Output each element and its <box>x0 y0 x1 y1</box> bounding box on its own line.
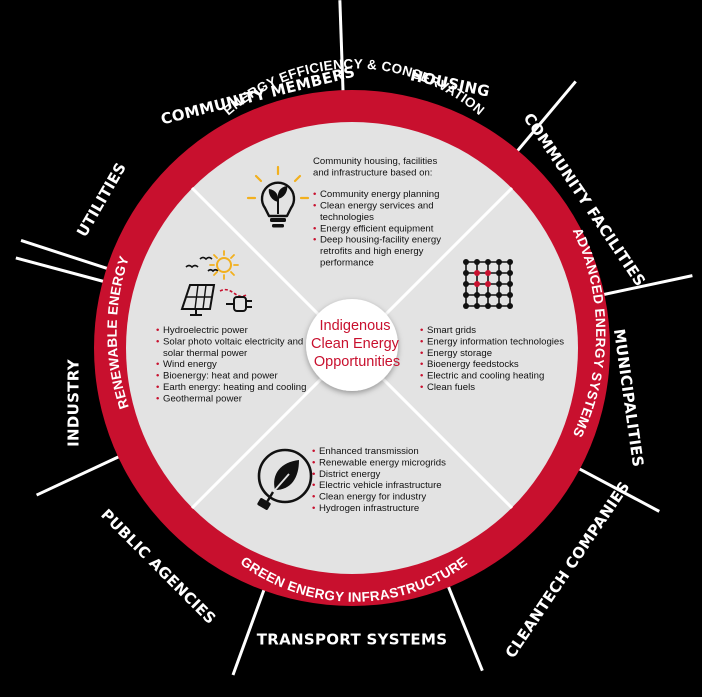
top-intro-line: Community housing, facilities <box>313 156 437 167</box>
leaf-plug-icon <box>257 448 313 510</box>
quadrant-bottom-list: • Enhanced transmission • Renewable energy … <box>312 446 446 514</box>
bottom-bullet: • <box>312 492 315 503</box>
bottom-item: Electric vehicle infrastructure <box>319 480 442 491</box>
right-item: Energy information technologies <box>427 336 564 347</box>
bird-icon <box>185 256 219 273</box>
quadrant-right-list: • Smart grids • Energy information technolo… <box>420 325 564 393</box>
top-item: Deep housing-facility energy <box>320 235 441 246</box>
top-item: technologies <box>320 212 374 223</box>
left-bullet: • <box>156 382 159 393</box>
stakeholder-industry: INDUSTRY <box>65 358 83 447</box>
bottom-bullet: • <box>312 503 315 514</box>
solar-panel-icon <box>180 284 216 316</box>
right-bullet: • <box>420 336 423 347</box>
spoke-6 <box>446 583 484 672</box>
bottom-bullet: • <box>312 457 315 468</box>
top-item: retrofits and high energy <box>320 246 424 257</box>
spoke-3 <box>514 80 577 154</box>
lightbulb-plant-icon <box>246 165 310 228</box>
top-intro-line: and infrastructure based on: <box>313 167 432 178</box>
top-bullet: • <box>313 223 316 234</box>
bottom-bullet: • <box>312 469 315 480</box>
stakeholder-transport-systems: TRANSPORT SYSTEMS <box>257 631 448 649</box>
center-line-2: Clean Energy <box>311 336 400 352</box>
top-bullet: • <box>313 235 316 246</box>
right-bullet: • <box>420 382 423 393</box>
bottom-bullet: • <box>312 480 315 491</box>
right-item: Smart grids <box>427 325 476 336</box>
center-hub <box>306 299 398 391</box>
right-bullet: • <box>420 371 423 382</box>
top-item: Clean energy services and <box>320 200 434 211</box>
left-item: Bioenergy: heat and power <box>163 371 278 382</box>
bottom-item: District energy <box>319 469 381 480</box>
spoke-5 <box>576 466 660 513</box>
bottom-item: Clean energy for industry <box>319 492 426 503</box>
smart-grid-icon <box>463 259 513 309</box>
bottom-bullet: • <box>312 446 315 457</box>
stakeholder-utilities: UTILITIES <box>73 159 130 240</box>
center-line-1: Indigenous <box>320 318 391 334</box>
center-line-3: Opportunities <box>314 354 400 370</box>
spoke-8 <box>35 454 122 497</box>
left-item: solar thermal power <box>163 348 248 359</box>
spoke-9 <box>15 256 107 284</box>
top-item: Community energy planning <box>320 189 439 200</box>
top-item: performance <box>320 257 374 268</box>
top-bullet: • <box>313 200 316 211</box>
right-item: Bioenergy feedstocks <box>427 359 519 370</box>
left-item: Solar photo voltaic electricity and <box>163 336 303 347</box>
right-item: Electric and cooling heating <box>427 371 544 382</box>
left-item: Hydroelectric power <box>163 325 249 336</box>
plug-icon <box>226 296 252 312</box>
stakeholder-dividers <box>15 0 693 676</box>
spoke-1 <box>20 239 110 271</box>
stakeholder-municipalities: MUNICIPALITIES <box>610 328 647 468</box>
left-bullet: • <box>156 359 159 370</box>
top-item: Energy efficient equipment <box>320 223 434 234</box>
left-bullet: • <box>156 393 159 404</box>
right-bullet: • <box>420 348 423 359</box>
spoke-7 <box>231 587 267 676</box>
left-bullet: • <box>156 371 159 382</box>
sun-icon <box>209 250 239 280</box>
center-title: Indigenous Clean Energy Opportunities <box>311 318 403 370</box>
right-bullet: • <box>420 325 423 336</box>
right-item: Clean fuels <box>427 382 475 393</box>
spoke-4 <box>601 274 693 297</box>
left-bullet: • <box>156 325 159 336</box>
right-item: Energy storage <box>427 348 492 359</box>
left-bullet: • <box>156 336 159 347</box>
bottom-item: Enhanced transmission <box>319 446 419 457</box>
solar-wind-plug-icon <box>180 250 252 316</box>
top-bullet: • <box>313 189 316 200</box>
bottom-item: Hydrogen infrastructure <box>319 503 419 514</box>
quadrant-left-list: • Hydroelectric power • Solar photo voltaic… <box>156 325 306 404</box>
left-item: Geothermal power <box>163 393 243 404</box>
bottom-item: Renewable energy microgrids <box>319 457 446 468</box>
right-bullet: • <box>420 359 423 370</box>
left-item: Wind energy <box>163 359 217 370</box>
spoke-2 <box>338 0 345 94</box>
left-item: Earth energy: heating and cooling <box>163 382 306 393</box>
